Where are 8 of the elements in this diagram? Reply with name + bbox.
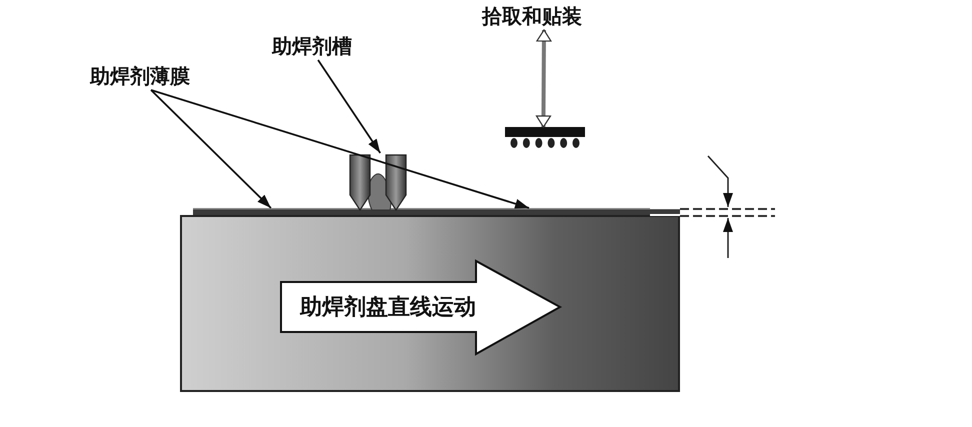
callout-label: 助焊剂薄膜 (90, 64, 191, 89)
leader-arrow (150, 89, 530, 209)
double-arrow (536, 29, 552, 128)
callout-label: 助焊剂槽 (272, 34, 353, 59)
leader-arrow (317, 60, 381, 154)
motion-label: 助焊剂盘直线运动 (298, 294, 477, 322)
callout-label: 拾取和贴装 (482, 4, 583, 29)
leader-arrow (150, 89, 272, 209)
